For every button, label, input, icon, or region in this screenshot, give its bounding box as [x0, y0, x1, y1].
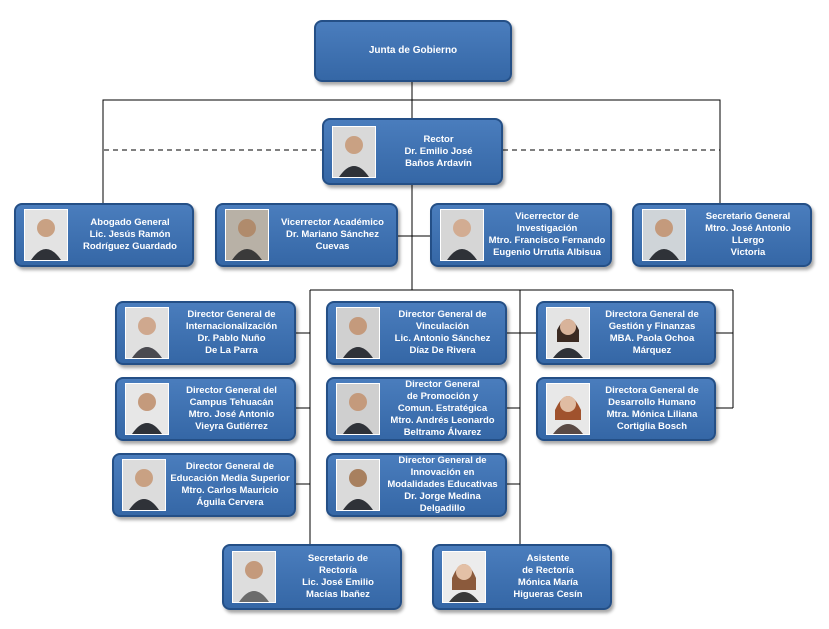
- node-line: Dr. Mariano Sánchez: [286, 229, 379, 240]
- node-vinculacion[interactable]: Director General de Vinculación Lic. Ant…: [326, 301, 507, 365]
- node-promocion[interactable]: Director General de Promoción y Comun. E…: [326, 377, 507, 441]
- node-line: Díaz De Rivera: [409, 345, 476, 356]
- node-media-superior[interactable]: Director General de Educación Media Supe…: [112, 453, 296, 517]
- photo-avatar-icon: [546, 307, 590, 359]
- node-secretario-rectoria[interactable]: Secretario de Rectoría Lic. José Emilio …: [222, 544, 402, 610]
- node-line: Comun. Estratégica: [397, 403, 488, 414]
- node-line: Secretario de: [307, 553, 369, 564]
- node-line: Beltramo Álvarez: [403, 427, 482, 438]
- photo-avatar-icon: [332, 125, 376, 178]
- node-line: Mtro. José Antonio LLergo: [705, 223, 791, 246]
- node-line: Mtra. Mónica Liliana: [606, 409, 698, 420]
- node-line: Baños Ardavín: [405, 157, 472, 169]
- node-line: Macías Ibañez: [306, 589, 370, 600]
- node-line: Director General de: [398, 309, 487, 320]
- node-line: Dr. Jorge Medina: [404, 491, 481, 502]
- node-line: Abogado General: [90, 217, 170, 228]
- node-desarrollo-humano[interactable]: Directora General de Desarrollo Humano M…: [536, 377, 716, 441]
- node-internacionalizacion[interactable]: Director General de Internacionalización…: [115, 301, 296, 365]
- photo-avatar-icon: [336, 307, 380, 359]
- node-line: Directora General de: [605, 309, 699, 320]
- node-line: Lic. Jesús Ramón: [89, 229, 171, 240]
- node-line: Investigación: [516, 223, 578, 234]
- node-tehuacan[interactable]: Director General del Campus Tehuacán Mtr…: [115, 377, 296, 441]
- photo-avatar-icon: [336, 459, 380, 511]
- node-line: Lic. Antonio Sánchez: [394, 333, 491, 344]
- node-line: Mtro. Andrés Leonardo: [390, 415, 495, 426]
- node-vicerrector-investigacion[interactable]: Vicerrector de Investigación Mtro. Franc…: [430, 203, 612, 267]
- node-line: Desarrollo Humano: [608, 397, 696, 408]
- photo-avatar-icon: [122, 459, 166, 511]
- node-line: Junta de Gobierno: [368, 45, 458, 56]
- node-line: Vicerrector de: [515, 211, 579, 222]
- node-line: Asistente: [526, 553, 570, 564]
- node-line: de Promoción y: [406, 391, 479, 402]
- node-line: Vieyra Gutiérrez: [195, 421, 268, 432]
- node-innovacion[interactable]: Director General de Innovación en Modali…: [326, 453, 507, 517]
- node-line: Secretario General: [705, 211, 791, 222]
- node-line: Rodríguez Guardado: [83, 241, 177, 252]
- photo-avatar-icon: [336, 383, 380, 435]
- node-line: Rectoría: [318, 565, 357, 576]
- node-line: Campus Tehuacán: [189, 397, 274, 408]
- node-line: Director General del: [186, 385, 277, 396]
- node-line: Mónica María: [517, 577, 579, 588]
- node-line: Cuevas: [315, 241, 350, 252]
- photo-avatar-icon: [546, 383, 590, 435]
- node-junta[interactable]: Junta de Gobierno: [314, 20, 512, 82]
- photo-avatar-icon: [440, 209, 484, 261]
- node-asistente-rectoria[interactable]: Asistente de Rectoría Mónica María Higue…: [432, 544, 612, 610]
- photo-avatar-icon: [442, 551, 486, 603]
- node-line: Innovación en: [410, 467, 475, 478]
- node-line: de Rectoría: [522, 565, 574, 576]
- node-line: Higueras Cesín: [513, 589, 583, 600]
- node-gestion-finanzas[interactable]: Directora General de Gestión y Finanzas …: [536, 301, 716, 365]
- node-line: Director General de: [398, 455, 487, 466]
- node-line: Lic. José Emilio: [302, 577, 374, 588]
- node-line: Mtro. Francisco Fernando: [488, 235, 606, 246]
- photo-avatar-icon: [125, 307, 169, 359]
- node-line: Internacionalización: [185, 321, 278, 332]
- node-line: Mtro. Carlos Mauricio: [181, 485, 279, 496]
- node-line: Educación Media Superior: [170, 473, 290, 484]
- node-line: Cortiglia Bosch: [616, 421, 688, 432]
- node-line: Victoria: [730, 247, 766, 258]
- node-line: Eugenio Urrutia Albisua: [493, 247, 601, 258]
- node-secretario-general[interactable]: Secretario General Mtro. José Antonio LL…: [632, 203, 812, 267]
- node-line: De La Parra: [205, 345, 258, 356]
- node-line: Modalidades Educativas: [387, 479, 498, 490]
- node-line: MBA. Paola Ochoa: [609, 333, 695, 344]
- node-line: Rector: [423, 133, 454, 145]
- photo-avatar-icon: [225, 209, 269, 261]
- node-line: Águila Cervera: [196, 497, 264, 508]
- photo-avatar-icon: [24, 209, 68, 261]
- node-line: Gestión y Finanzas: [608, 321, 696, 332]
- node-line: Mtro. José Antonio: [188, 409, 275, 420]
- photo-avatar-icon: [125, 383, 169, 435]
- node-line: Directora General de: [605, 385, 699, 396]
- node-vicerrector-academico[interactable]: Vicerrector Académico Dr. Mariano Sánche…: [215, 203, 398, 267]
- node-line: Márquez: [632, 345, 672, 356]
- node-line: Director General: [405, 379, 480, 390]
- node-line: Delgadillo: [419, 503, 466, 514]
- node-rector[interactable]: Rector Dr. Emilio José Baños Ardavín: [322, 118, 503, 185]
- node-line: Vinculación: [415, 321, 470, 332]
- photo-avatar-icon: [642, 209, 686, 261]
- node-abogado[interactable]: Abogado General Lic. Jesús Ramón Rodrígu…: [14, 203, 194, 267]
- node-line: Vicerrector Académico: [281, 217, 384, 228]
- node-line: Director General de: [185, 461, 275, 472]
- node-line: Dr. Emilio José: [404, 145, 473, 157]
- node-line: Director General de: [187, 309, 276, 320]
- photo-avatar-icon: [232, 551, 276, 603]
- node-line: Dr. Pablo Nuño: [197, 333, 266, 344]
